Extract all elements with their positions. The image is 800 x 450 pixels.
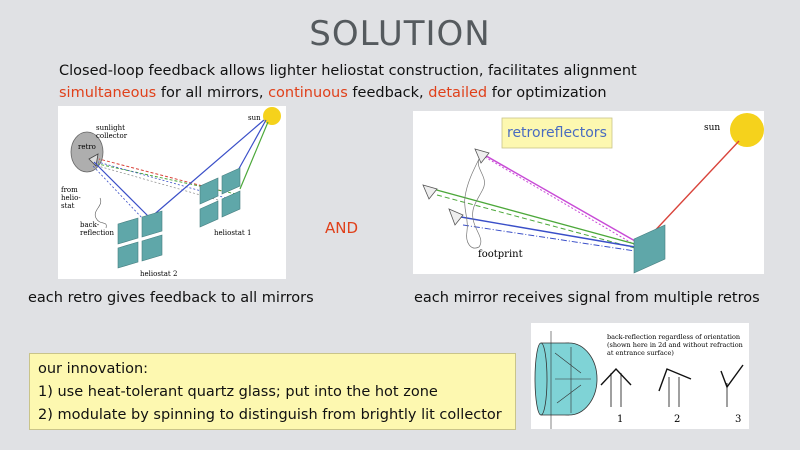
retro-2: [422, 184, 438, 200]
ray-green: [432, 188, 636, 245]
left-caption: each retro gives feedback to all mirrors: [28, 290, 314, 306]
intro-line-1: Closed-loop feedback allows lighter heli…: [59, 63, 637, 79]
label-footprint: footprint: [478, 249, 523, 260]
intro-text-2: feedback,: [347, 85, 429, 101]
retro-orientation-diagram: back-reflection regardless of orientatio…: [531, 323, 749, 429]
sun-circle: [263, 107, 281, 125]
innovation-box: our innovation: 1) use heat-tolerant qua…: [29, 353, 516, 430]
retroreflectors-label-box: [501, 117, 613, 149]
fig3-number: 3: [735, 414, 741, 425]
desc-line-3: at entrance surface): [607, 349, 674, 357]
back-reflection-curve: [94, 197, 107, 229]
intro-line-2: simultaneous for all mirrors, continuous…: [59, 82, 637, 104]
ray-h1-collector-gray: [97, 165, 219, 201]
retroreflectors-label: retroreflectors: [507, 125, 607, 141]
label-stat: stat: [61, 202, 75, 210]
heliostat-2: [117, 210, 163, 269]
label-heliostat1: heliostat 1: [214, 229, 251, 237]
highlight-continuous: continuous: [268, 85, 348, 101]
mirror: [633, 224, 666, 274]
cyl-facets: [554, 347, 591, 413]
highlight-simultaneous: simultaneous: [59, 85, 157, 101]
ray-sun-h2-blue: [149, 119, 265, 219]
and-label: AND: [325, 219, 359, 237]
footprint-outline: [464, 158, 485, 249]
ray-h2-retro-blue: [93, 161, 151, 219]
ray-blue: [460, 216, 636, 248]
ray-h2-retro-blue-2: [92, 165, 145, 221]
ray-sun-h1-green: [239, 121, 269, 190]
label-collector: collector: [96, 132, 128, 140]
ray-sun-mirror: [648, 140, 740, 238]
highlight-detailed: detailed: [428, 85, 488, 101]
desc-line-1: back-reflection regardless of orientatio…: [607, 333, 740, 341]
label-sun: sun: [248, 114, 261, 122]
heliostat-1: [199, 167, 241, 228]
sun-circle: [730, 113, 764, 147]
innovation-item-1: 1) use heat-tolerant quartz glass; put i…: [38, 384, 438, 400]
label-helio: helio-: [61, 194, 81, 202]
retro-fig-2: [658, 368, 692, 392]
fig1-number: 1: [617, 414, 623, 425]
label-sun: sun: [704, 123, 720, 133]
retro-fig-3: [720, 364, 744, 389]
label-reflection: reflection: [80, 229, 114, 237]
ray-magenta: [480, 152, 636, 242]
innovation-title: our innovation:: [38, 361, 149, 377]
fig2-number: 2: [674, 414, 680, 425]
left-diagram: sun sunlight collector retro from helio-…: [58, 106, 286, 279]
desc-line-2: (shown here in 2d and without refraction: [607, 341, 743, 349]
intro-text-1: for all mirrors,: [156, 85, 269, 101]
ray-magenta-dotted: [484, 156, 636, 246]
label-heliostat2: heliostat 2: [140, 270, 177, 278]
right-caption: each mirror receives signal from multipl…: [414, 290, 760, 306]
label-sunlight: sunlight: [96, 124, 125, 132]
retro-3: [448, 208, 464, 226]
innovation-item-2: 2) modulate by spinning to distinguish f…: [38, 407, 502, 423]
label-back: back-: [80, 221, 100, 229]
retro-orientation-svg: back-reflection regardless of orientatio…: [534, 331, 744, 429]
page-title: SOLUTION: [309, 14, 491, 54]
retro-1: [474, 148, 490, 164]
right-diagram: retroreflectors sun footprint: [413, 111, 764, 274]
intro-text-3: for optimization: [487, 85, 607, 101]
retro-fig-1: [600, 367, 632, 386]
ray-green-dashed: [436, 194, 636, 249]
ray-blue-dashdot: [462, 224, 636, 252]
left-diagram-svg: sun sunlight collector retro from helio-…: [61, 107, 281, 278]
label-retro: retro: [78, 143, 96, 151]
glass-cylinder-front: [534, 342, 548, 416]
label-from: from: [61, 186, 78, 194]
intro-text: Closed-loop feedback allows lighter heli…: [59, 60, 637, 104]
ray-h1-collector-green: [97, 163, 237, 195]
right-diagram-svg: retroreflectors sun footprint: [422, 113, 764, 274]
